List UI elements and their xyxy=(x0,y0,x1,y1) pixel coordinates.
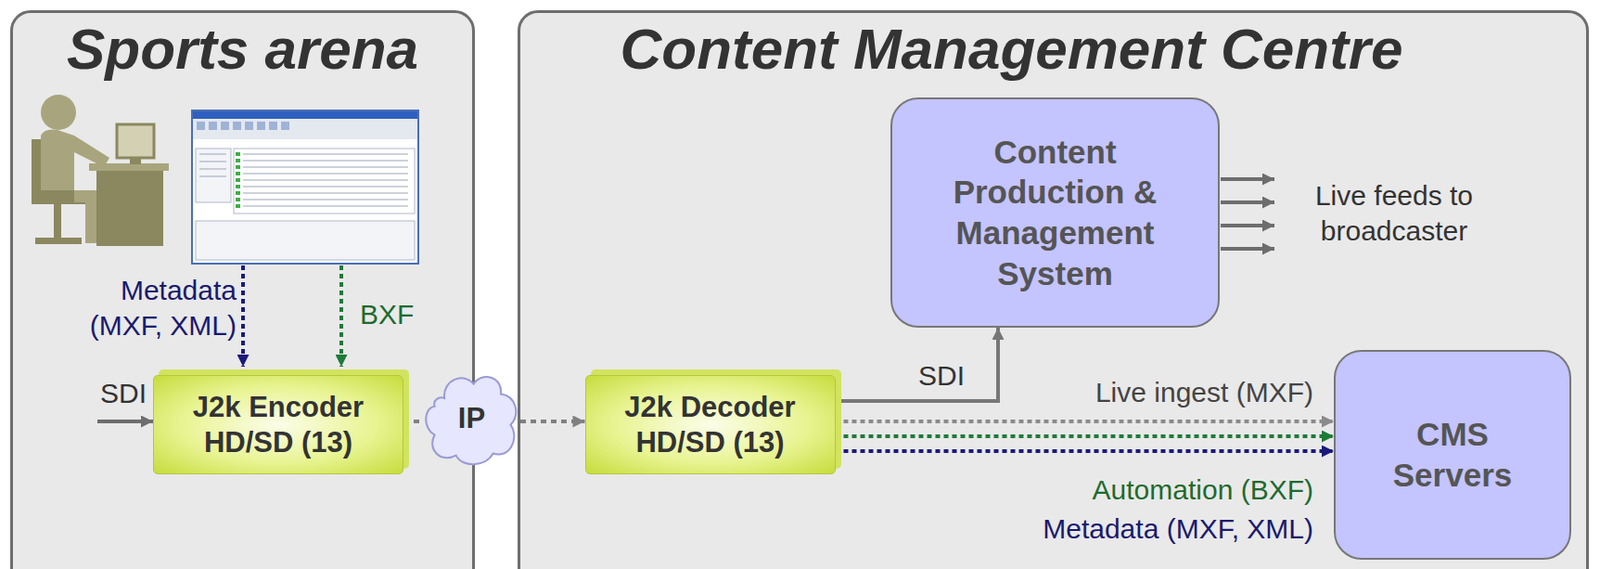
signal-label: SDI xyxy=(100,375,147,411)
nav-pane xyxy=(195,148,231,203)
nav-row xyxy=(199,176,227,178)
legs xyxy=(74,190,97,244)
connector-label: Live ingest (MXF) xyxy=(1095,374,1314,410)
panel-title: Content Management Centre xyxy=(520,14,1587,84)
detail-pane xyxy=(195,220,415,260)
site-panel: Sports arenaJ2k Encoder HD/SD (13) xyxy=(10,10,475,569)
network-cloud: IP xyxy=(422,367,521,470)
box-label: J2k Decoder HD/SD (13) xyxy=(607,389,814,459)
output-label: Live feeds to broadcaster xyxy=(1295,178,1493,248)
toolbar-icon xyxy=(244,121,254,130)
table-row xyxy=(243,179,409,181)
connector xyxy=(835,419,1335,423)
status-dot xyxy=(235,191,241,195)
toolbar-icon xyxy=(268,121,278,130)
desk xyxy=(96,167,164,246)
chair-base xyxy=(35,237,82,244)
status-dot xyxy=(235,178,241,182)
panel-title: Sports arena xyxy=(12,14,473,84)
connector-label: SDI xyxy=(918,358,965,394)
sdi-input-arrow xyxy=(97,419,154,423)
status-dot xyxy=(235,158,241,163)
status-dot xyxy=(235,171,241,176)
connector xyxy=(835,448,1335,453)
connector xyxy=(835,327,999,401)
toolbar-icon xyxy=(281,121,290,130)
toolbar-icon xyxy=(220,121,230,130)
feed-arrow xyxy=(1220,200,1275,205)
toolbar xyxy=(192,118,418,140)
status-dot xyxy=(235,184,241,189)
box-label: CMS Servers xyxy=(1369,413,1536,496)
bxf-arrow xyxy=(339,265,344,367)
nav-row xyxy=(199,168,227,170)
toolbar-icon xyxy=(232,121,242,130)
nav-row xyxy=(199,161,227,163)
signal-label: BXF xyxy=(359,296,414,333)
table-row xyxy=(243,160,409,162)
server-box: CMS Servers xyxy=(1333,349,1572,560)
metadata-arrow xyxy=(241,265,245,367)
table-row xyxy=(243,186,409,188)
title-bar xyxy=(192,111,418,119)
box-label: IP xyxy=(458,401,486,436)
table-row xyxy=(243,199,409,201)
feed-arrow xyxy=(1220,223,1275,228)
encoder-box: J2k Encoder HD/SD (13) xyxy=(153,374,404,474)
status-dot xyxy=(235,165,241,169)
torso xyxy=(40,129,110,191)
chair-post xyxy=(53,204,62,240)
monitor-stand xyxy=(129,157,141,165)
table-row xyxy=(243,153,409,155)
software-screenshot xyxy=(192,110,419,264)
table-pane xyxy=(233,148,415,214)
table-row xyxy=(243,166,409,168)
nav-row xyxy=(199,153,227,155)
toolbar-icon xyxy=(196,121,205,130)
feed-arrow xyxy=(1220,177,1275,181)
status-dot xyxy=(235,204,241,208)
box-label: Content Production & Management System xyxy=(939,131,1172,295)
window-frame xyxy=(192,110,419,264)
connector xyxy=(835,434,1335,438)
connector-label: Metadata (MXF, XML) xyxy=(1042,511,1314,547)
table-row xyxy=(243,173,409,175)
connector-label: Automation (BXF) xyxy=(1092,472,1314,508)
process-box: Content Production & Management System xyxy=(890,97,1220,328)
cloud-outline xyxy=(425,376,516,464)
connector xyxy=(520,419,586,423)
connector xyxy=(403,419,423,423)
box-label: J2k Encoder HD/SD (13) xyxy=(175,389,382,459)
signal-label: Metadata (MXF, XML) xyxy=(76,272,237,343)
status-dot xyxy=(235,152,241,156)
feed-arrow xyxy=(1220,246,1275,251)
table-row xyxy=(243,205,409,207)
head xyxy=(40,94,77,130)
status-dot xyxy=(235,197,241,202)
toolbar-icon xyxy=(256,121,266,130)
live-feed-arrows xyxy=(1220,179,1275,249)
monitor xyxy=(116,124,154,158)
table-row xyxy=(243,192,409,194)
site-panel: Content Management CentreJ2k Decoder HD/… xyxy=(517,10,1589,569)
operator-icon xyxy=(31,94,169,246)
toolbar-icon xyxy=(208,121,218,130)
decoder-box: J2k Decoder HD/SD (13) xyxy=(585,374,836,474)
